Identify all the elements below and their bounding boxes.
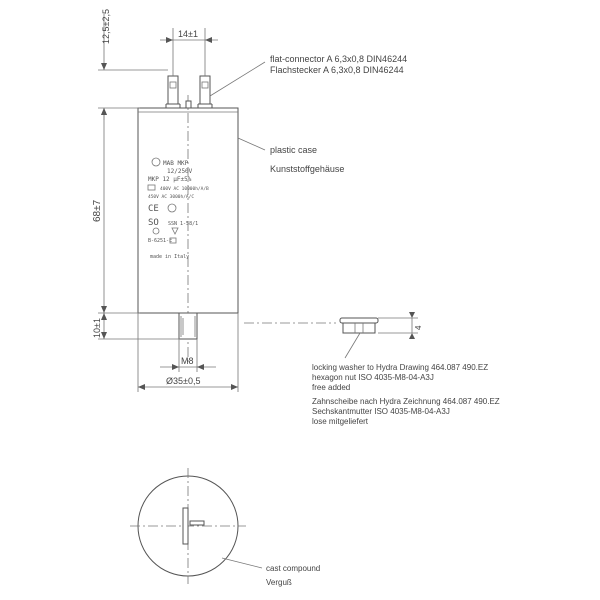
m8-stud <box>178 312 198 340</box>
dim-pin-spacing: 14±1 <box>160 28 218 76</box>
washer-notes: locking washer to Hydra Drawing 464.087 … <box>312 363 500 426</box>
dim-thread: M8 <box>160 339 216 372</box>
washer-de-line1: Zahnscheibe nach Hydra Zeichnung 464.087… <box>312 397 500 406</box>
dim-body-height-text: 68±7 <box>92 199 103 222</box>
dim-top-height: 12,5±2,5 <box>98 9 168 120</box>
dim-body-height: 68±7 <box>92 108 140 314</box>
lock-washer <box>339 317 379 324</box>
case-de-text: Kunststoffgehäuse <box>270 164 344 174</box>
label-line7: B-6251-E <box>148 238 172 244</box>
hex-nut <box>342 322 376 334</box>
dim-diameter: Ø35±0,5 <box>137 313 239 392</box>
label-line3: MKP 12 µF±5% <box>148 176 192 183</box>
washer-line3: free added <box>312 383 350 392</box>
dim-stud-height-text: 10±1 <box>92 318 102 338</box>
compound-de-text: Verguß <box>266 578 292 587</box>
dim-top-height-text: 12,5±2,5 <box>101 9 111 44</box>
dim-stud-height: 10±1 <box>92 313 180 340</box>
label-line8: made in Italy <box>150 254 189 260</box>
label-line2: 12/250V <box>167 168 193 175</box>
washer-nut-detail: 4 <box>244 312 423 359</box>
label-line1: MAB MKP <box>163 160 189 167</box>
washer-line1: locking washer to Hydra Drawing 464.087 … <box>312 363 488 372</box>
vde-mark: SO <box>148 218 159 228</box>
top-view-connector-1 <box>182 507 189 545</box>
top-view-connector-2 <box>189 520 205 526</box>
callout-case: plastic case Kunststoffgehäuse <box>237 137 344 174</box>
label-line5: 450V AC 3000h/A/C <box>148 194 194 200</box>
capacitor-side-view: MAB MKP 12/250V MKP 12 µF±5% 400V AC 100… <box>137 75 239 365</box>
dim-diameter-text: Ø35±0,5 <box>166 376 200 386</box>
dim-pin-spacing-text: 14±1 <box>178 29 198 39</box>
body-label: MAB MKP 12/250V MKP 12 µF±5% 400V AC 100… <box>147 157 209 260</box>
washer-line2: hexagon nut ISO 4035-M8-04-A3J <box>312 373 434 382</box>
right-flat-connector <box>197 75 213 108</box>
washer-de-line3: lose mitgeliefert <box>312 417 369 426</box>
label-line4: 400V AC 10000h/A/B <box>160 186 209 192</box>
washer-de-line2: Sechskantmutter ISO 4035-M8-04-A3J <box>312 407 450 416</box>
case-en-text: plastic case <box>270 145 317 155</box>
ce-mark: CE <box>148 204 159 214</box>
label-line6: SSN 1-58/1 <box>168 221 198 227</box>
left-flat-connector <box>165 75 181 108</box>
connector-en-text: flat-connector A 6,3x0,8 DIN46244 <box>270 54 407 64</box>
center-nub <box>185 100 192 109</box>
compound-en-text: cast compound <box>266 564 320 573</box>
connector-de-text: Flachstecker A 6,3x0,8 DIN46244 <box>270 65 404 75</box>
callout-connector: flat-connector A 6,3x0,8 DIN46244 Flachs… <box>209 54 407 97</box>
dim-nut-height-text: 4 <box>414 325 423 330</box>
capacitor-top-view: cast compound Verguß <box>130 468 320 587</box>
dim-thread-text: M8 <box>181 356 194 366</box>
